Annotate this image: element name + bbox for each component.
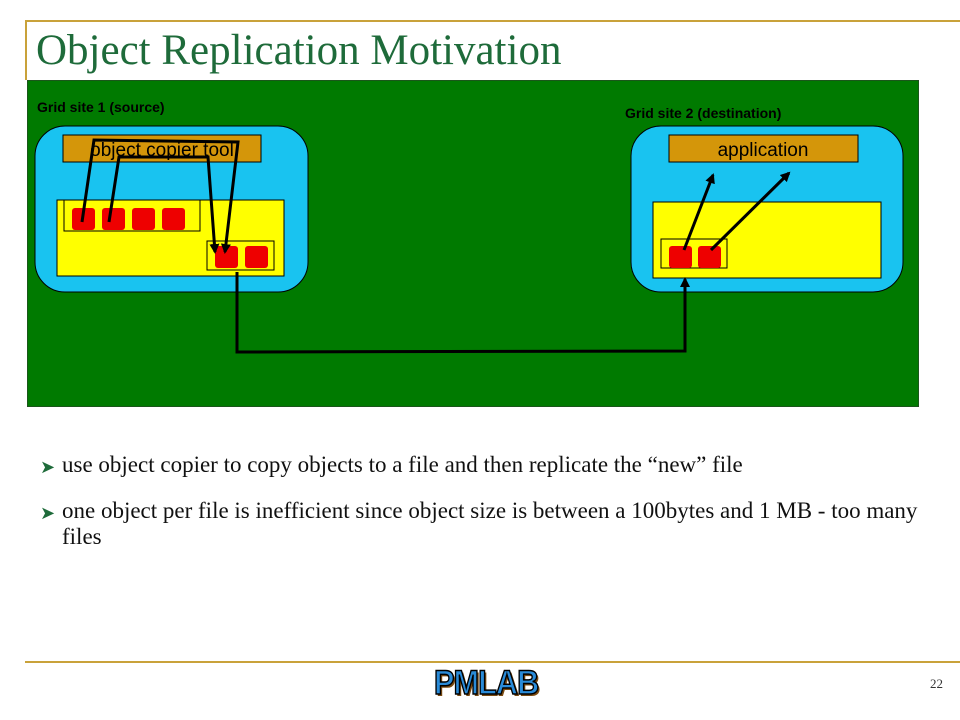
title-accent-top-rule	[25, 20, 960, 22]
site2-file-object-1	[669, 246, 692, 268]
footer-rule	[25, 661, 960, 663]
read-arrow-2	[709, 171, 791, 252]
site1-file-group	[206, 240, 275, 271]
site1-file-object-1	[215, 246, 238, 268]
bullet-text: use object copier to copy objects to a f…	[62, 452, 743, 477]
site2-tool-box	[668, 134, 859, 163]
copy-arrow-2	[107, 155, 220, 254]
site1-object-3	[132, 208, 155, 230]
site1-label: Grid site 1 (source)	[37, 99, 165, 115]
diagram-canvas: Grid site 1 (source) Grid site 2 (destin…	[27, 80, 919, 407]
site1-object-group	[63, 199, 201, 232]
site2-file-group	[660, 238, 728, 269]
site1-file-object-2	[245, 246, 268, 268]
bullet-item: ➤ one object per file is inefficient sin…	[40, 498, 940, 550]
site2-label: Grid site 2 (destination)	[625, 105, 781, 121]
site1-object-4	[162, 208, 185, 230]
bullet-item: ➤ use object copier to copy objects to a…	[40, 452, 940, 478]
slide-title: Object Replication Motivation	[36, 27, 562, 74]
bullet-text: one object per file is inefficient since…	[62, 498, 918, 549]
pmlab-logo: PMLAB	[433, 663, 540, 703]
site1-object-2	[102, 208, 125, 230]
copy-arrow-1	[80, 138, 240, 254]
title-accent-left-rule	[25, 20, 27, 80]
replication-diagram: Grid site 1 (source) Grid site 2 (destin…	[27, 80, 919, 407]
site2-tool-label: application	[718, 140, 809, 161]
arrow-bullet-icon: ➤	[40, 457, 56, 477]
bullet-list: ➤ use object copier to copy objects to a…	[40, 452, 940, 570]
page-number: 22	[930, 676, 943, 691]
replication-arrow	[235, 272, 690, 354]
arrow-bullet-icon: ➤	[40, 503, 56, 523]
read-arrow-1	[682, 173, 715, 251]
site2-file-object-2	[698, 246, 721, 268]
